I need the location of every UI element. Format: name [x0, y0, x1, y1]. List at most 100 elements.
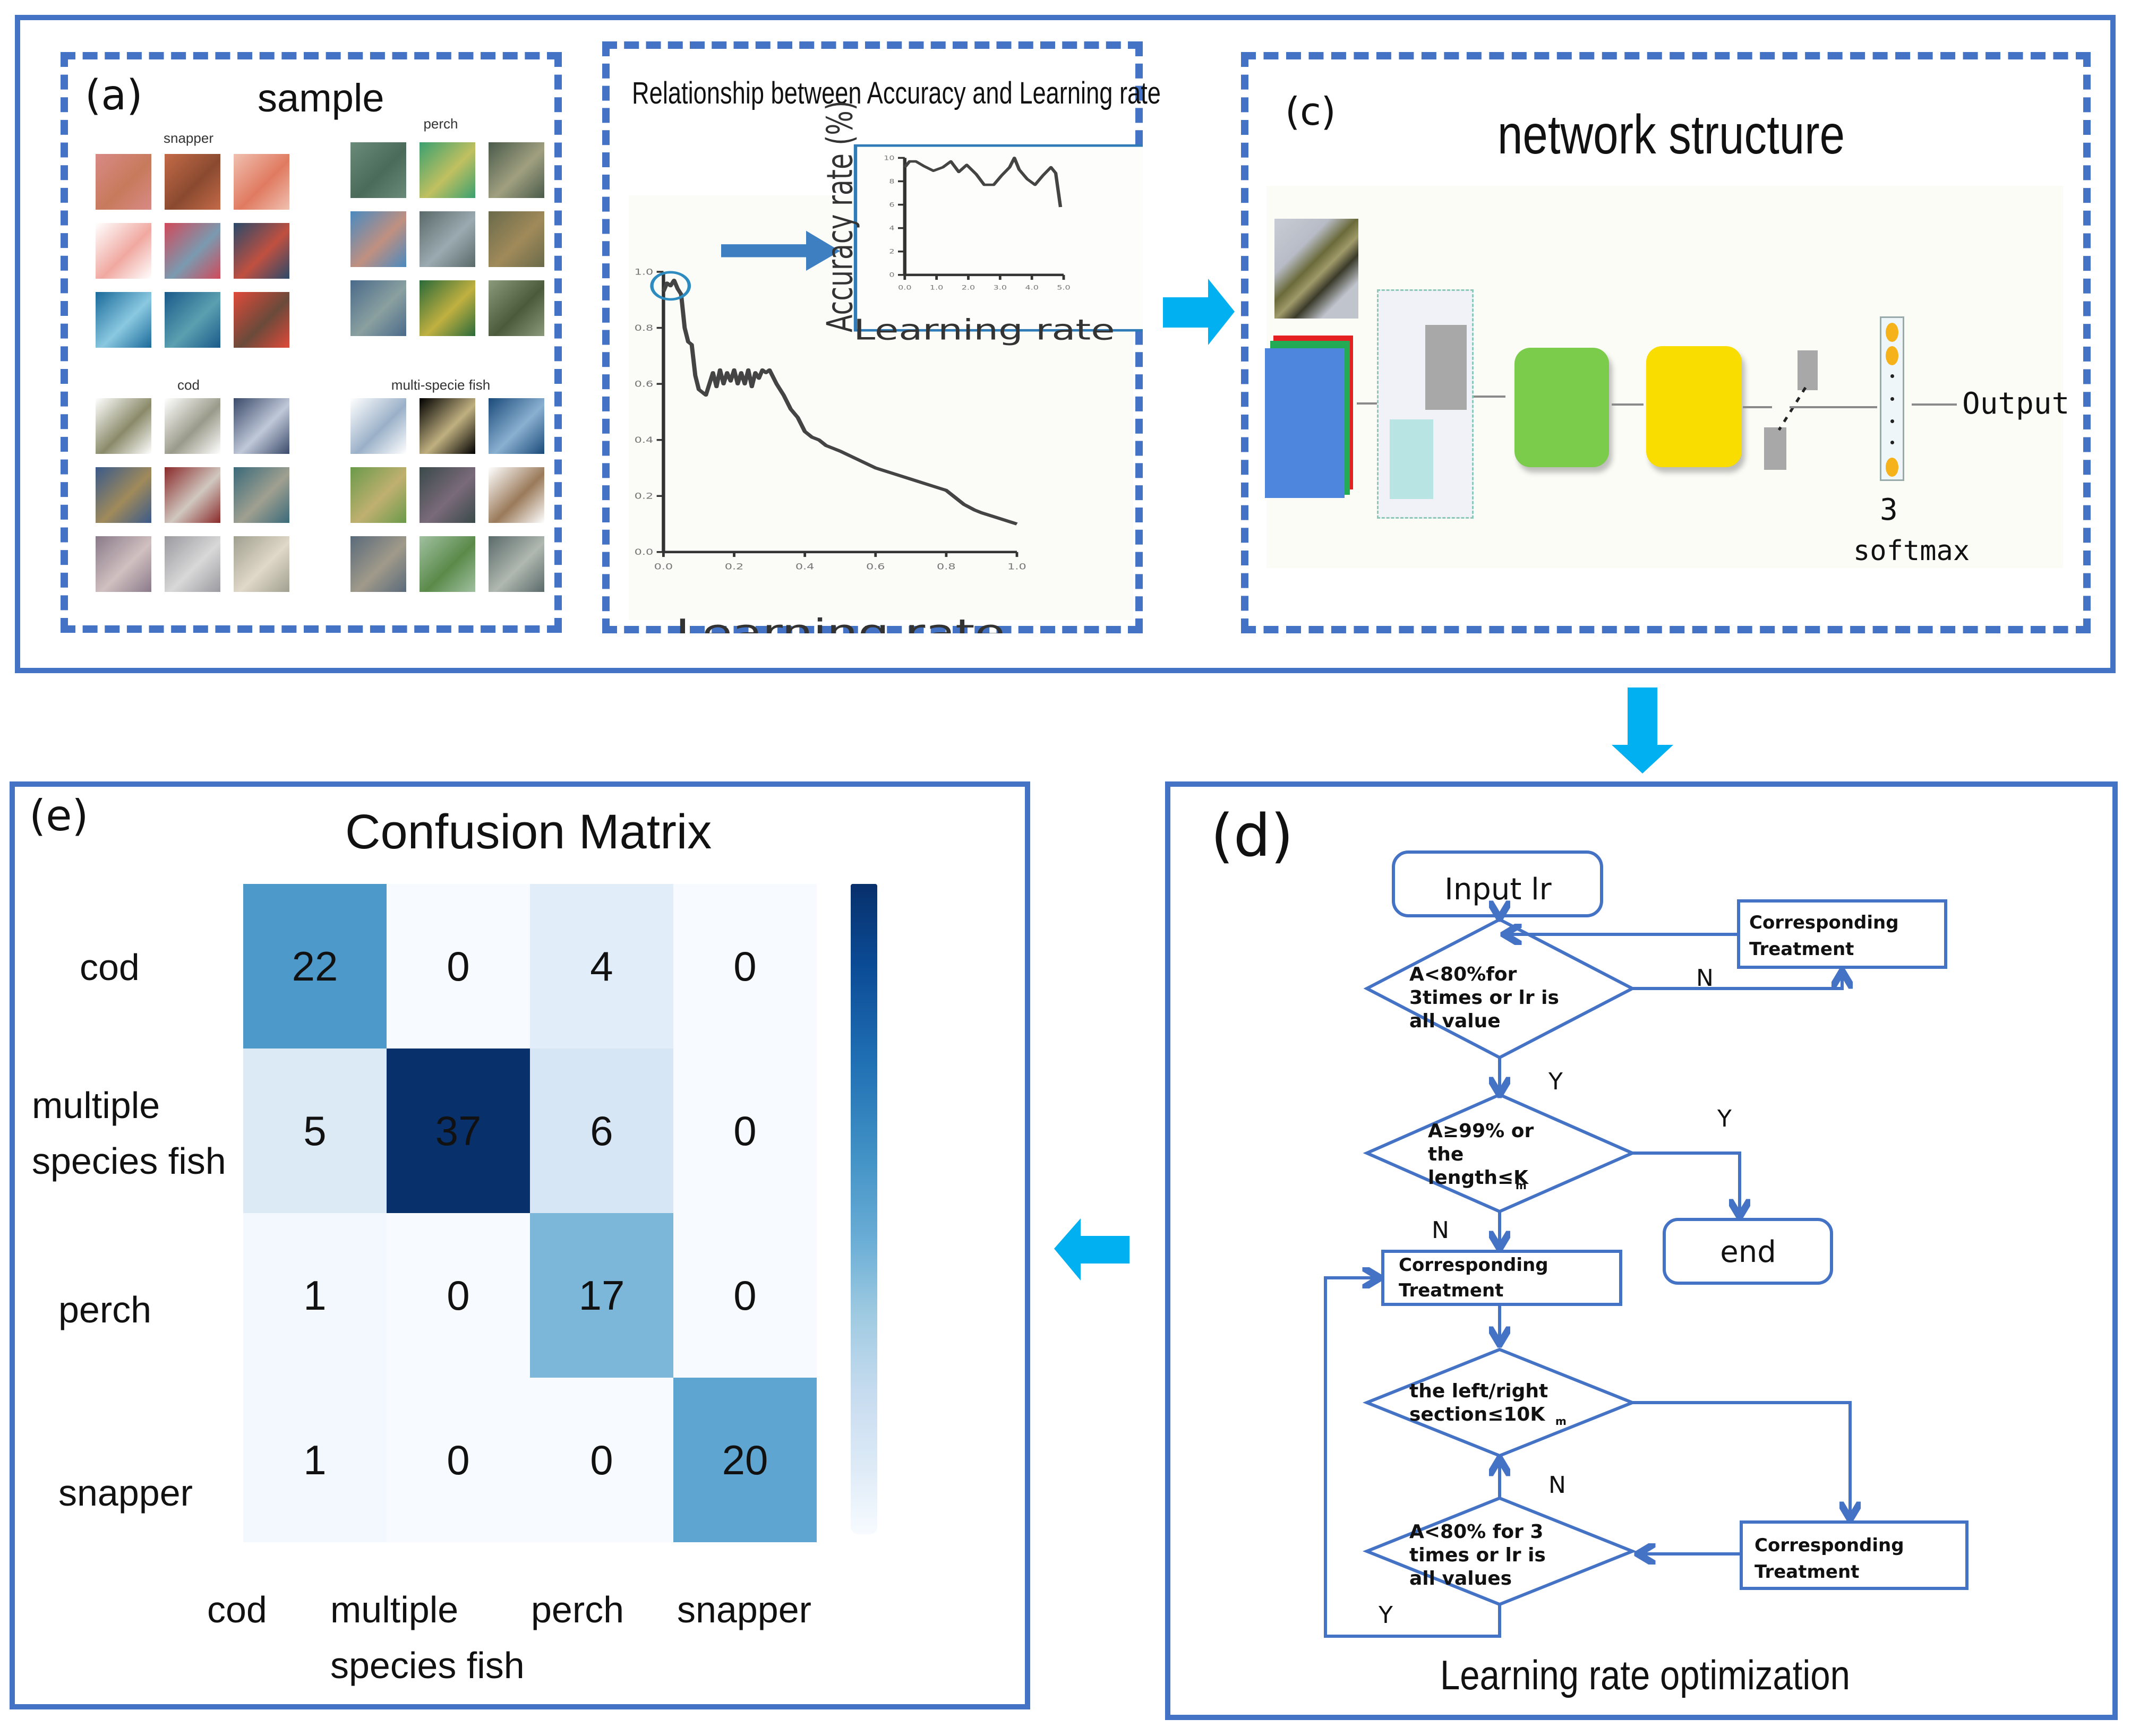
panel-d-letter: (d) — [1211, 802, 1294, 870]
y-tick-label: 8 — [889, 178, 894, 185]
process-treatment-1-label: Treatment — [1749, 939, 1854, 960]
decision-section-length-label: section≤10K — [1409, 1404, 1545, 1425]
fish-thumbnail — [96, 536, 151, 592]
panel-a-letter: (a) — [85, 72, 143, 119]
arrow-d-to-e — [1054, 1218, 1129, 1280]
row-label: multiple species fish — [32, 1085, 226, 1182]
series-line — [661, 278, 1018, 526]
fish-thumbnail — [234, 398, 289, 454]
fish-thumbnail — [420, 536, 475, 592]
process-treatment-2-label: Corresponding — [1399, 1254, 1548, 1276]
softmax-count: 3 — [1880, 493, 1898, 527]
panel-c-letter: (c) — [1285, 89, 1336, 134]
arrow-line — [1912, 403, 1957, 406]
row-label: snapper — [58, 1472, 193, 1514]
fish-thumbnail — [350, 280, 406, 336]
x-tick-label: 0.2 — [725, 561, 744, 571]
confusion-matrix-title: Confusion Matrix — [345, 805, 712, 859]
fish-thumbnail — [350, 467, 406, 523]
fish-thumbnail — [489, 536, 544, 592]
column-label: multiple species fish — [330, 1589, 525, 1686]
input-fish-image — [1274, 219, 1358, 319]
series-line — [903, 157, 1063, 208]
arrow-line — [1790, 406, 1877, 408]
y-tick-label: 0 — [889, 272, 894, 279]
x-tick-label: 0.6 — [866, 561, 885, 571]
y-tick-label: 2 — [889, 248, 894, 255]
arrow-line — [1474, 396, 1505, 398]
x-axis-label: Learning rate — [675, 612, 1005, 633]
y-tick-label: 4 — [889, 225, 894, 232]
fish-thumbnail — [420, 467, 475, 523]
sample-thumbnail-grid — [96, 154, 289, 348]
x-tick-label: 2.0 — [962, 285, 975, 291]
matrix-cell: 0 — [530, 1378, 673, 1542]
edge-cond1-no-to-treat1 — [1632, 971, 1842, 990]
fish-thumbnail — [420, 211, 475, 267]
edge-cond3-to-treat3 — [1632, 1401, 1850, 1519]
matrix-cell: 6 — [530, 1049, 673, 1213]
node-end — [1663, 1218, 1833, 1285]
decision-section-length-label: the left/right — [1409, 1380, 1548, 1402]
matrix-cell: 0 — [673, 1049, 817, 1213]
fish-thumbnail — [234, 467, 289, 523]
sample-group-label: multi-specie fish — [391, 377, 491, 393]
y-tick-label: 6 — [889, 201, 894, 208]
panel-a-frame — [61, 52, 562, 633]
fish-thumbnail — [489, 211, 544, 267]
top-panel-frame — [15, 15, 2116, 673]
fish-thumbnail — [96, 154, 151, 210]
decision-accuracy-above-99-label: length≤K — [1428, 1167, 1529, 1189]
row-label: cod — [80, 947, 140, 988]
x-tick-label: 1.0 — [930, 285, 943, 291]
matrix-cell: 0 — [387, 884, 530, 1049]
decision-accuracy-above-99-label: A≥99% or — [1428, 1120, 1534, 1142]
matrix-cell: 0 — [387, 1213, 530, 1378]
edge-label-cond1-yes: Y — [1548, 1068, 1563, 1095]
y-tick-label: 0.6 — [635, 379, 654, 389]
fish-thumbnail — [420, 280, 475, 336]
fish-thumbnail — [165, 398, 220, 454]
edge-label-cond2-yes: Y — [1717, 1105, 1732, 1132]
conv-block-green — [1514, 348, 1609, 467]
feature-map-small-bottom — [1764, 427, 1786, 470]
fish-thumbnail — [96, 467, 151, 523]
ellipsis-dot — [1890, 441, 1894, 444]
subscript: m — [1516, 1179, 1527, 1192]
x-tick-label: 0.4 — [795, 561, 815, 571]
x-tick-label: 5.0 — [1057, 285, 1070, 291]
sample-group-label: perch — [423, 116, 458, 132]
fish-thumbnail — [489, 142, 544, 198]
panel-d-frame — [1165, 781, 2118, 1720]
column-label: perch — [531, 1589, 624, 1630]
ellipsis-dot — [1890, 419, 1894, 423]
matrix-cell: 22 — [243, 884, 387, 1049]
softmax-label: softmax — [1853, 535, 1970, 567]
zoom-arrow-icon — [721, 230, 840, 271]
x-axis-label: Learning rate — [853, 314, 1115, 347]
fish-thumbnail — [420, 142, 475, 198]
edge-cond4-yes-to-treat2 — [1324, 1278, 1501, 1638]
fish-thumbnail — [489, 280, 544, 336]
right-arrow-icon — [1163, 279, 1235, 345]
fish-thumbnail — [96, 292, 151, 348]
softmax-node — [1886, 323, 1898, 342]
sample-thumbnail-grid — [96, 398, 289, 592]
fish-thumbnail — [489, 398, 544, 454]
matrix-cell: 5 — [243, 1049, 387, 1213]
sample-group-label: snapper — [164, 130, 213, 146]
fish-thumbnail — [234, 223, 289, 279]
decision-accuracy-above-99 — [1363, 1093, 1637, 1214]
matrix-cell: 1 — [243, 1213, 387, 1378]
conv-block-yellow — [1646, 346, 1742, 467]
panel-c-title: network structure — [1497, 104, 1845, 166]
process-treatment-3 — [1740, 1520, 1969, 1590]
x-tick-label: 0.0 — [654, 561, 673, 571]
feature-map-cyan — [1390, 419, 1433, 499]
sample-thumbnail-grid — [350, 142, 544, 336]
process-treatment-2-label: Treatment — [1399, 1280, 1503, 1301]
softmax-node — [1886, 346, 1898, 365]
y-tick-label: 0.8 — [635, 323, 654, 333]
